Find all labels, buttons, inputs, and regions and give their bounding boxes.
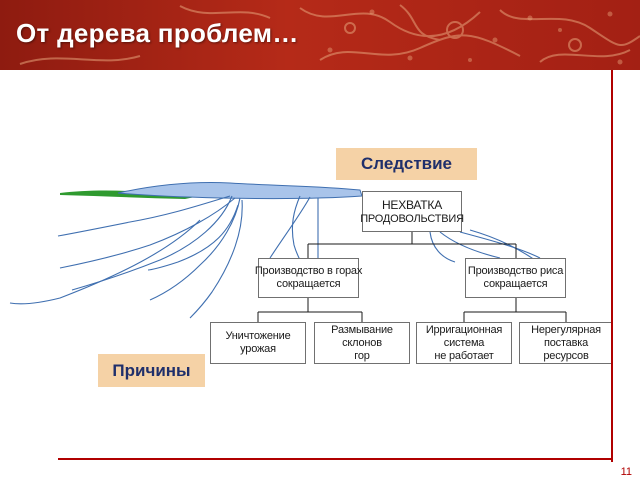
title-banner: От дерева проблем… (0, 0, 640, 70)
banner-pattern (19, 4, 640, 65)
root-line-1: НЕХВАТКА (381, 197, 443, 212)
node-line: поставка (543, 336, 589, 349)
water-body (117, 182, 363, 200)
node-line: не работает (434, 349, 494, 362)
node-line: гор (354, 349, 370, 362)
mountain-production-node: Производство в горах сокращается (254, 258, 363, 298)
root-line-2: ПРОДОВОЛЬСТВИЯ (360, 212, 464, 225)
node-line: Ирригационная (425, 323, 503, 336)
node-line: Размывание (331, 323, 393, 336)
node-line: склонов (342, 336, 382, 349)
slide-title: От дерева проблем… (16, 18, 299, 48)
slope-erosion-node: Размывание склонов гор (314, 322, 410, 364)
tree-connectors (257, 232, 567, 322)
rice-production-node: Производство риса сокращается (465, 258, 566, 298)
node-line: сокращается (276, 278, 341, 290)
land-strip (60, 190, 195, 199)
harvest-destruction-node: Уничтожение урожая (210, 322, 306, 364)
irregular-supply-node: Нерегулярная поставка ресурсов (519, 322, 613, 364)
bottom-divider (58, 458, 613, 460)
node-line: урожая (240, 343, 276, 355)
node-line: Производство риса (467, 265, 564, 277)
effect-label: Следствие (336, 148, 477, 180)
node-line: Нерегулярная (531, 323, 601, 336)
irrigation-failure-node: Ирригационная система не работает (416, 322, 512, 364)
river-branches (9, 195, 549, 319)
causes-label: Причины (98, 354, 205, 387)
node-line: Уничтожение (225, 330, 291, 342)
node-line: ресурсов (543, 349, 589, 362)
right-divider (611, 70, 613, 462)
page-number: 11 (620, 466, 632, 478)
node-line: сокращается (483, 278, 548, 290)
root-problem-node: НЕХВАТКА ПРОДОВОЛЬСТВИЯ (360, 191, 464, 232)
node-line: Производство в горах (254, 265, 363, 277)
node-line: система (443, 336, 485, 349)
